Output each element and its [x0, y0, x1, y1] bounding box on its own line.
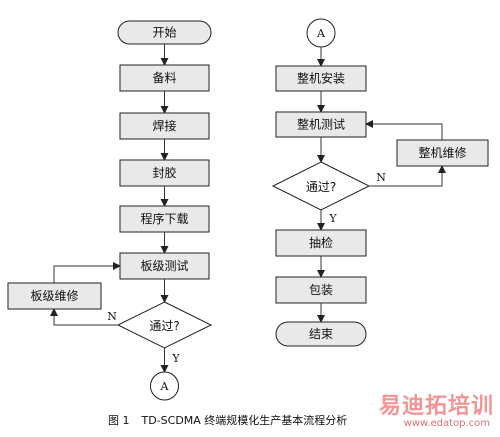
step-sealing-label: 封胶 [152, 165, 176, 180]
watermark-logo: 易迪拓培训 [378, 394, 494, 419]
decision-unit-pass-label: 通过? [306, 180, 336, 194]
end-node [275, 321, 367, 347]
step-board-repair-label: 板级维修 [30, 288, 78, 303]
edge-decision-no-to-unit-repair [369, 165, 446, 187]
step-material-prep [119, 64, 210, 92]
figure-number: 图 1 [108, 414, 130, 427]
step-unit-repair-label: 整机维修 [418, 145, 466, 160]
no-label-right: N [376, 171, 386, 184]
yes-label-left: Y [171, 352, 180, 365]
step-program-download-label: 程序下载 [140, 211, 188, 226]
yes-label-right: Y [328, 212, 337, 225]
step-board-test [119, 252, 210, 280]
step-packing [275, 276, 367, 304]
step-sampling-label: 抽检 [309, 235, 333, 250]
edge-unit-repair-to-test [365, 120, 443, 140]
connector-a-left-label: A [160, 380, 170, 393]
figure-caption: 图 1 TD-SCDMA 终端规模化生产基本流程分析 [108, 412, 347, 428]
step-soldering-label: 焊接 [152, 118, 176, 133]
step-sealing [119, 159, 210, 187]
watermark-url: www.edatop.com [403, 418, 490, 429]
step-program-download [119, 205, 210, 233]
step-sampling [275, 229, 367, 257]
figure-caption-text: TD-SCDMA 终端规模化生产基本流程分析 [141, 414, 348, 427]
step-board-test-label: 板级测试 [140, 258, 188, 273]
decision-board-pass-label: 通过? [149, 319, 179, 333]
start-label: 开始 [152, 26, 176, 40]
no-label-left: N [107, 310, 117, 323]
edge-repair-to-board-test [53, 262, 121, 283]
step-assembly-label: 整机安装 [297, 71, 345, 86]
connector-a-left [150, 371, 179, 401]
step-material-prep-label: 备料 [152, 71, 176, 85]
step-board-repair [7, 282, 102, 310]
step-unit-test-label: 整机测试 [297, 117, 345, 132]
step-packing-label: 包装 [309, 283, 333, 297]
connector-a-right-label: A [316, 27, 326, 40]
edge-decision-no-to-repair [50, 308, 118, 326]
step-assembly [275, 65, 367, 92]
end-label: 结束 [309, 327, 333, 341]
